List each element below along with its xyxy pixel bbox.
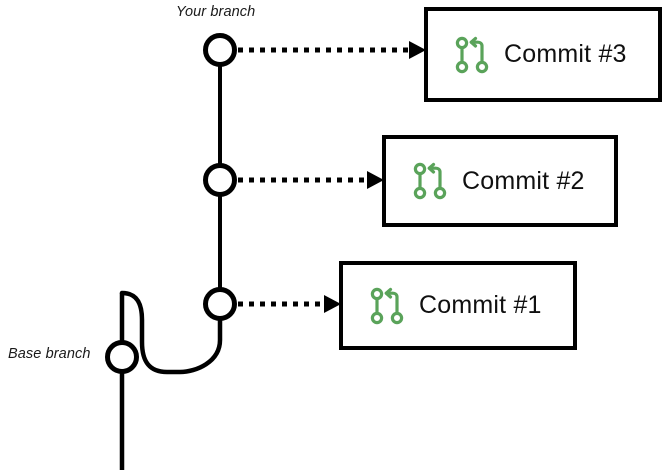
- git-pull-request-icon: [413, 162, 447, 200]
- connector-arrowhead-2: [367, 171, 384, 189]
- connector-commit-1: [238, 295, 341, 313]
- commit-card-label-2: Commit #2: [462, 166, 585, 195]
- base-branch-node[interactable]: [105, 340, 139, 374]
- git-pull-request-icon: [455, 36, 489, 73]
- commit-card-1[interactable]: Commit #1: [339, 261, 577, 350]
- commit-card-label-3: Commit #3: [504, 40, 627, 68]
- branch-off-curve: [119, 290, 223, 375]
- git-pull-request-icon: [370, 287, 404, 324]
- connector-arrowhead-1: [324, 295, 341, 313]
- commit-node-2[interactable]: [203, 163, 237, 197]
- base-branch-label: Base branch: [8, 346, 91, 362]
- commit-node-1[interactable]: [203, 287, 237, 321]
- connector-arrowhead-3: [409, 41, 426, 59]
- commit-card-3[interactable]: Commit #3: [424, 7, 662, 102]
- connector-commit-3: [238, 41, 426, 59]
- commit-node-3[interactable]: [203, 33, 237, 67]
- connector-commit-2: [238, 171, 384, 189]
- commit-card-2[interactable]: Commit #2: [382, 135, 618, 227]
- your-branch-label: Your branch: [176, 4, 256, 20]
- commit-card-label-1: Commit #1: [419, 291, 542, 319]
